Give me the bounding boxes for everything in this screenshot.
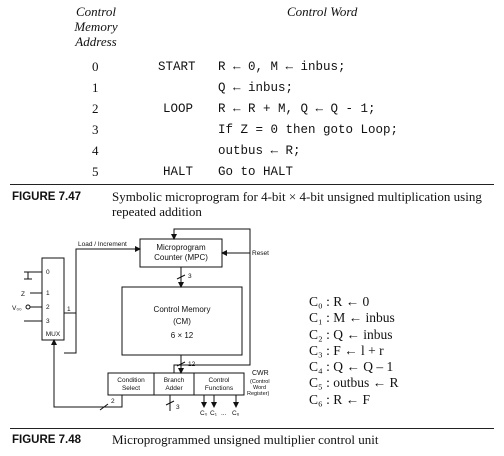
mux-input-0: 0 [46, 269, 50, 276]
branch-adder-line2: Adder [165, 385, 183, 392]
caption-rule [10, 184, 494, 185]
control-signal-list: C₀ : R ← 0 C₁ : M ← inbus C₂ : Q ← inbus… [309, 294, 398, 408]
caption-line: Symbolic microprogram for 4-bit × 4-bit … [112, 189, 482, 204]
cwr-label: CWR [252, 370, 269, 377]
cm-size-label: 6 × 12 [171, 331, 194, 340]
branch-adder-line1: Branch [164, 377, 185, 384]
mux-input-1: 1 [46, 290, 50, 297]
bus-width-label: 2 [111, 398, 115, 405]
mux-output-label: 1 [67, 306, 71, 313]
row-address: 3 [92, 122, 99, 137]
figure-747-label: FIGURE 7.47 [12, 191, 82, 203]
z-input-label: Z [21, 291, 25, 298]
mux-label: MUX [46, 331, 61, 338]
figure-748-caption: Microprogrammed unsigned multiplier cont… [112, 432, 379, 447]
address-header-line: Address [75, 34, 117, 49]
cm-label-line2: (CM) [173, 317, 191, 326]
cwr-label: Word [253, 385, 266, 391]
caption-line: repeated addition [112, 204, 202, 219]
control-signal: C₀ : R ← 0 [309, 294, 370, 309]
control-signal: C₆ : R ← F [309, 391, 370, 407]
row-code: R ← 0, M ← inbus; [218, 60, 346, 74]
control-functions-line2: Functions [205, 385, 234, 392]
control-unit-diagram: Load / Increment Microprogram Counter (M… [12, 228, 270, 417]
row-address: 0 [92, 59, 99, 74]
row-address: 4 [92, 143, 99, 158]
ellipsis-label: ... [221, 410, 227, 417]
row-address: 2 [92, 101, 99, 116]
c1-output-label: C₁ [210, 410, 218, 417]
vcc-input-label: V₀₀ [12, 305, 22, 312]
mpc-label-line1: Microprogram [156, 243, 206, 252]
bus-width-label: 12 [188, 361, 196, 368]
row-label: START [158, 60, 196, 74]
row-address: 1 [92, 80, 99, 95]
row-code: R ← R + M, Q ← Q - 1; [218, 102, 376, 116]
control-word-header: Control Word [287, 4, 358, 19]
cwr-label: Register) [247, 391, 269, 397]
reset-label: Reset [252, 250, 269, 257]
c0-output-label: C₀ [200, 410, 208, 417]
cm-label-line1: Control Memory [154, 305, 211, 314]
cwr-label: (Control [250, 379, 270, 385]
address-header-line: Control [76, 4, 116, 19]
control-signal: C₁ : M ← inbus [309, 310, 395, 326]
condition-select-line1: Condition [117, 377, 145, 384]
address-header-line: Memory [74, 19, 118, 34]
control-signal: C₂ : Q ← inbus [309, 326, 393, 342]
control-functions-line1: Control [209, 377, 231, 384]
condition-select-line2: Select [122, 385, 140, 392]
control-functions-block [193, 372, 245, 396]
mux-input-2: 2 [46, 304, 50, 311]
address-header: Control Memory Address [66, 4, 126, 49]
row-code: If Z = 0 then goto Loop; [218, 123, 399, 137]
row-code: Go to HALT [218, 165, 294, 179]
bus-width-label: 3 [176, 404, 180, 411]
row-code: outbus ← R; [218, 144, 301, 158]
c6-output-label: C₆ [232, 410, 240, 417]
mpc-label-line2: Counter (MPC) [154, 253, 208, 262]
row-label: HALT [163, 165, 194, 179]
control-signal: C₄ : Q ← Q – 1 [309, 359, 394, 375]
figure-747-caption: Symbolic microprogram for 4-bit × 4-bit … [112, 189, 482, 219]
mux-input-3: 3 [46, 318, 50, 325]
caption-rule [10, 428, 494, 429]
figure-748-label: FIGURE 7.48 [12, 434, 82, 446]
bus-width-label: 3 [188, 273, 192, 280]
control-signal: C₅ : outbus ← R [309, 375, 399, 391]
row-address: 5 [92, 164, 99, 179]
row-label: LOOP [163, 102, 194, 116]
load-increment-label: Load / Increment [78, 241, 127, 248]
row-code: Q ← inbus; [218, 81, 294, 95]
control-signal: C₃ : F ← l + r [309, 342, 384, 358]
